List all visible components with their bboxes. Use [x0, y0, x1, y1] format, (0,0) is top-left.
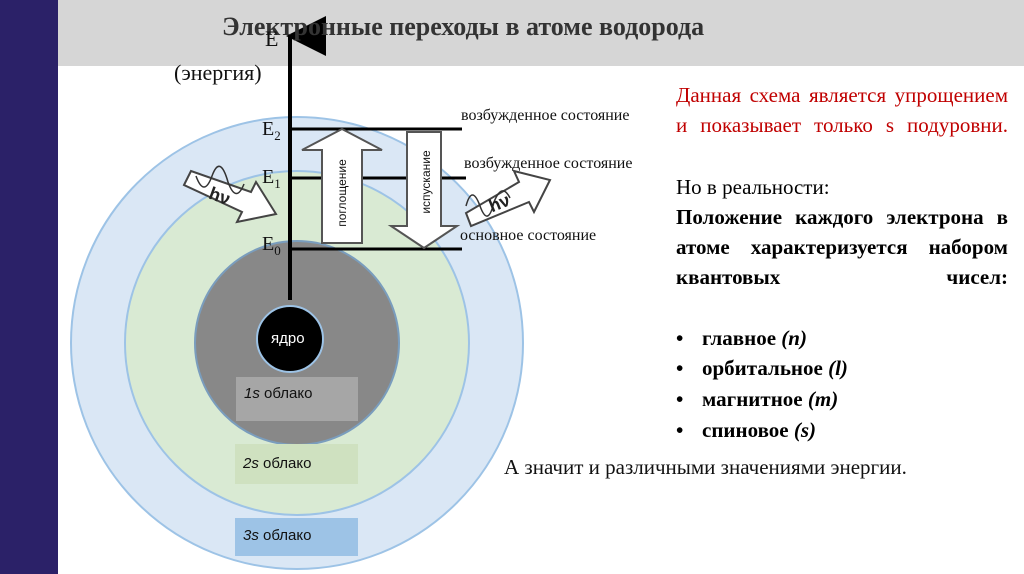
state-label-e0: основное состояние [460, 227, 597, 244]
photon-in-wave [195, 165, 245, 195]
cloud-3s-label: 3s облако [243, 527, 312, 544]
simplification-note: Данная схема является упрощением и показ… [676, 83, 1008, 137]
cloud-1s-box [236, 377, 358, 421]
photon-out-wave [465, 190, 511, 217]
bullet-magnetic: •магнитное (m) [676, 387, 839, 411]
absorption-arrow [301, 127, 383, 244]
level-e0-label: E0 [262, 233, 281, 258]
quantum-numbers-text: Положение каждого электрона в атоме хара… [676, 205, 1008, 289]
cloud-3s-box [235, 518, 358, 556]
page-title: Электронные переходы в атоме водорода [222, 12, 705, 41]
photon-in-arrow [182, 169, 278, 224]
cloud-1s-label: 1s облако [244, 385, 313, 402]
slide-sidebar [0, 0, 58, 574]
emission-arrow [387, 131, 461, 250]
bullet-spin: •спиновое (s) [676, 418, 817, 442]
absorption-label: поглощение [335, 159, 349, 227]
cloud-2s-label: 2s облако [243, 455, 312, 472]
title-bar [58, 0, 1024, 66]
energy-conclusion: А значит и различными значениями энергии… [504, 455, 907, 479]
energy-axis-label: (энергия) [174, 60, 262, 85]
photon-out-arrow [464, 169, 552, 228]
cloud-2s-box [235, 444, 358, 484]
reality-line: Но в реальности: [676, 175, 830, 199]
nucleus-label: ядро [271, 330, 305, 347]
state-label-e2: возбужденное состояние [461, 107, 630, 124]
bullet-principal: •главное (n) [676, 326, 807, 350]
nucleus [256, 305, 324, 373]
bullet-orbital: •орбитальное (l) [676, 356, 848, 380]
level-e1-label: E1 [262, 166, 281, 191]
energy-axis-symbol: E [265, 26, 279, 51]
level-e2-label: E2 [262, 118, 281, 143]
state-label-e1: возбужденное состояние [464, 155, 633, 172]
emission-label: испускание [419, 150, 433, 214]
